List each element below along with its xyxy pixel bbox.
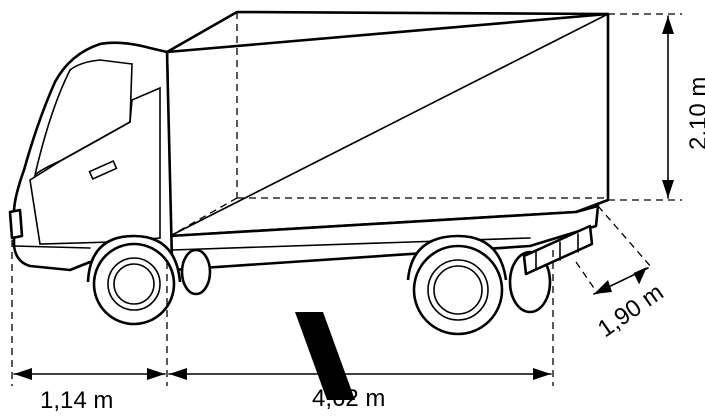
cargo-box [165,10,610,272]
height-label: 2,10 m [685,77,705,150]
height-dimension: 2,10 m [608,13,705,201]
length-dimensions: 1,14 m 4,62 m [11,240,554,414]
rear-wheel [406,234,552,336]
truck-drawing [8,10,610,336]
cab-length-label: 1,14 m [40,387,113,414]
box-length-label: 4,62 m [312,385,385,412]
cab [8,41,174,272]
watermark-shape [295,312,355,400]
rear-lamp-bar [522,224,594,276]
front-wheel [86,234,212,326]
